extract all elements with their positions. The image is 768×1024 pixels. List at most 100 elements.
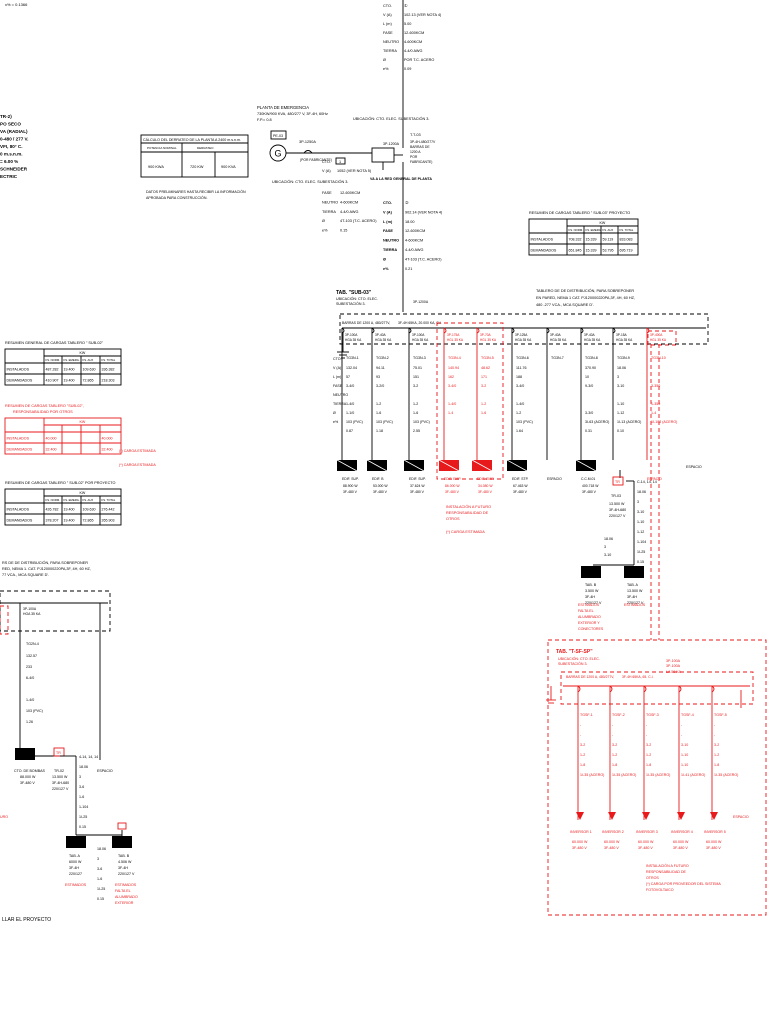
summary-sub03-header: FS. AUX (603, 228, 614, 232)
left-tab-b-line-2: 4.506 W (118, 860, 132, 864)
branch-row-label: L (m) (333, 375, 341, 379)
branch-row-label: Ø (333, 411, 336, 415)
red-summary-cell: INSTALADOS (7, 437, 30, 441)
tab-sf-main2: 3P-100A (666, 664, 681, 668)
summary-sub03-title: RESUMEN DE CARGAS TABLERO " SUB-03" PROY… (529, 211, 630, 215)
branch-breaker: 3P-175A (447, 333, 460, 337)
plant-breaker: 3P-1250A (299, 140, 316, 144)
branch-value: 75.01 (413, 366, 422, 370)
branch-value: 10 (585, 375, 589, 379)
main-feeder-value: 12-600KCM (404, 31, 424, 35)
left-tag: TG2N-4 (26, 642, 39, 646)
inverter-icon (576, 812, 584, 820)
bottom-note: LLAR EL PROYECTO (2, 917, 51, 923)
branch-load: EDIF. SUP. (409, 477, 426, 481)
summary-sub02p-cell: 276.442 (102, 508, 115, 512)
tab-sf-tag: TGSF-2 (612, 713, 625, 717)
left-feed-line-5: 1-6 (79, 795, 84, 799)
left-branch-value: 103 (PVC) (26, 709, 43, 713)
transfer-switch: UBICACIÓN: CTO. ELEC. SUBESTACIÓN 3. T.T… (353, 116, 436, 181)
branch-row-label: NEUTRO (333, 393, 348, 397)
future-note: INSTALACIÓN A FUTURO RESPONSABILIDAD DE … (446, 504, 491, 534)
branch-kaic: HGL 35 KA (650, 338, 667, 342)
branch-value: 3-2/0 (376, 384, 384, 388)
branch-breaker: 3P-70A (480, 333, 492, 337)
left-estimados: ESTIMADOS (65, 883, 87, 887)
tab-sf-value: 1-10 (681, 753, 688, 757)
main-feeder-data: CTO.①V (A)102.13 (VER NOTA 4)L (m)5.00FA… (383, 4, 442, 71)
right-feed-line-5: 1-10 (637, 520, 644, 524)
left-space: ESPACIO (97, 769, 113, 773)
summary-sub02-cell: 19.400 (64, 379, 75, 383)
branch-volt: 3F-480 V (478, 490, 493, 494)
branch-value: 9-3/0 (585, 384, 593, 388)
branch-value: 103 (PVC) (346, 420, 363, 424)
main-feeder-label: Ø (383, 58, 386, 62)
branch-tag: TG3N-4 (448, 356, 461, 360)
branch-load: EDIF. SUP. (342, 477, 359, 481)
left-note-3: 77 VCA., MCA SQUARE D'. (2, 573, 49, 577)
red-summary-note-2: (*) CARGA ESTIMADA (119, 463, 156, 467)
branch-kaic: HGA 35 KA (345, 338, 362, 342)
branch-kaic: HGA 35 KA (375, 338, 392, 342)
branch-value: 57 (346, 375, 350, 379)
left-branch-value: 233 (26, 665, 32, 669)
branch-row-label: TIERRA (333, 402, 347, 406)
right-tab-b-line-4: 220/127 V (585, 601, 602, 605)
summary-sub03-header: FS. NORM. (569, 228, 584, 232)
branch-value: 140.94 (448, 366, 459, 370)
summary-sub03-cell: DEMANDADOS (531, 249, 557, 253)
tab-sf-board: TAB. "T-SF-SP" UBICACIÓN: CTO. ELEC. SUB… (546, 344, 767, 916)
branch-kw: 37.624 W (410, 484, 425, 488)
left-tr-spec-3: 220/127 V (52, 787, 69, 791)
tab-sf-value: - (612, 733, 614, 737)
branch-value: 103 (PVC) (376, 420, 393, 424)
left-note-1: RS DE DE DISTRIBUCIÓN, PARA SOBREPONER (2, 560, 88, 565)
summary-sub03-table: RESUMEN DE CARGAS TABLERO " SUB-03" PROY… (528, 211, 639, 256)
summary-sub03-cell: 708.332 (569, 238, 582, 242)
left-red-note-line-3: ALUMBRADO (115, 895, 138, 899)
derating-header-2: DERRATEO (197, 146, 214, 150)
sub-feeder-label: FASE (383, 229, 393, 233)
branch-breaker: 3P-15A (616, 333, 628, 337)
tab-sf-loc1: UBICACIÓN: CTO. ELEC. (558, 656, 600, 661)
main-feeder-label: V (A) (383, 13, 392, 17)
branch-kaic: HGL 35 KA (480, 338, 497, 342)
left-tab-b-line-3: 3F-4H (118, 866, 128, 870)
plant-pf: F.P.= 0.8 (257, 118, 272, 122)
summary-sub02-cell: 487.282 (46, 368, 59, 372)
sub03-breaker: 3P-1200A (413, 300, 429, 304)
gen-va-label: V (A) (322, 169, 331, 173)
right-tab-a-line-1: TAB. A (627, 583, 639, 587)
branch-kw: 67.463 W (513, 484, 528, 488)
main-feeder-value: 4-4/0 AWG (404, 49, 422, 53)
left-branch-value: 6-4/0 (26, 676, 34, 680)
branch-value: 18.06 (617, 366, 626, 370)
summary-sub03-cell: 59.119 (603, 238, 614, 242)
summary-sub02-cell: DEMANDADOS (7, 379, 33, 383)
branch-value: 93 (376, 375, 380, 379)
branch-load: EDIF. EMP. (444, 477, 461, 481)
sub-feeder-value: 0.21 (405, 267, 412, 271)
future-note-4: (*) CARGA ESTIMADA (446, 530, 485, 534)
branch-load: EDIF. STP. (512, 477, 529, 481)
right-tab-b-line-1: TAB. B (585, 583, 597, 587)
red-summary-title-2: RESPONSABILIDAD POR OTROS (13, 410, 73, 414)
tab-sf-title: TAB. "T-SF-SP" (556, 649, 593, 655)
summary-sub02p-title: RESUMEN DE CARGAS TABLERO " SUB-02" POR … (5, 481, 116, 485)
right-tab-a-line-2: 13.500 W (627, 589, 643, 593)
branch-value: 1-2 (413, 402, 418, 406)
summary-sub02p-cell: 19.400 (64, 519, 75, 523)
red-summary-cell: 32.400 (46, 448, 57, 452)
branch-value: 48.62 (481, 366, 490, 370)
gen-feeder-value: 0.15 (340, 229, 347, 233)
summary-sub02p-header: FS. EMERG. (64, 498, 80, 502)
summary-sub02p-header: FS. AUX (83, 498, 94, 502)
branch-volt: 3F-480 V (582, 490, 597, 494)
tab-sf-kw: 60.000 W (572, 840, 588, 844)
left-load1-v: 3F-480 V (20, 781, 35, 785)
branch-row-label: FASE (333, 384, 343, 388)
transfer-spec-line-2: BARRAS DE (410, 145, 430, 149)
